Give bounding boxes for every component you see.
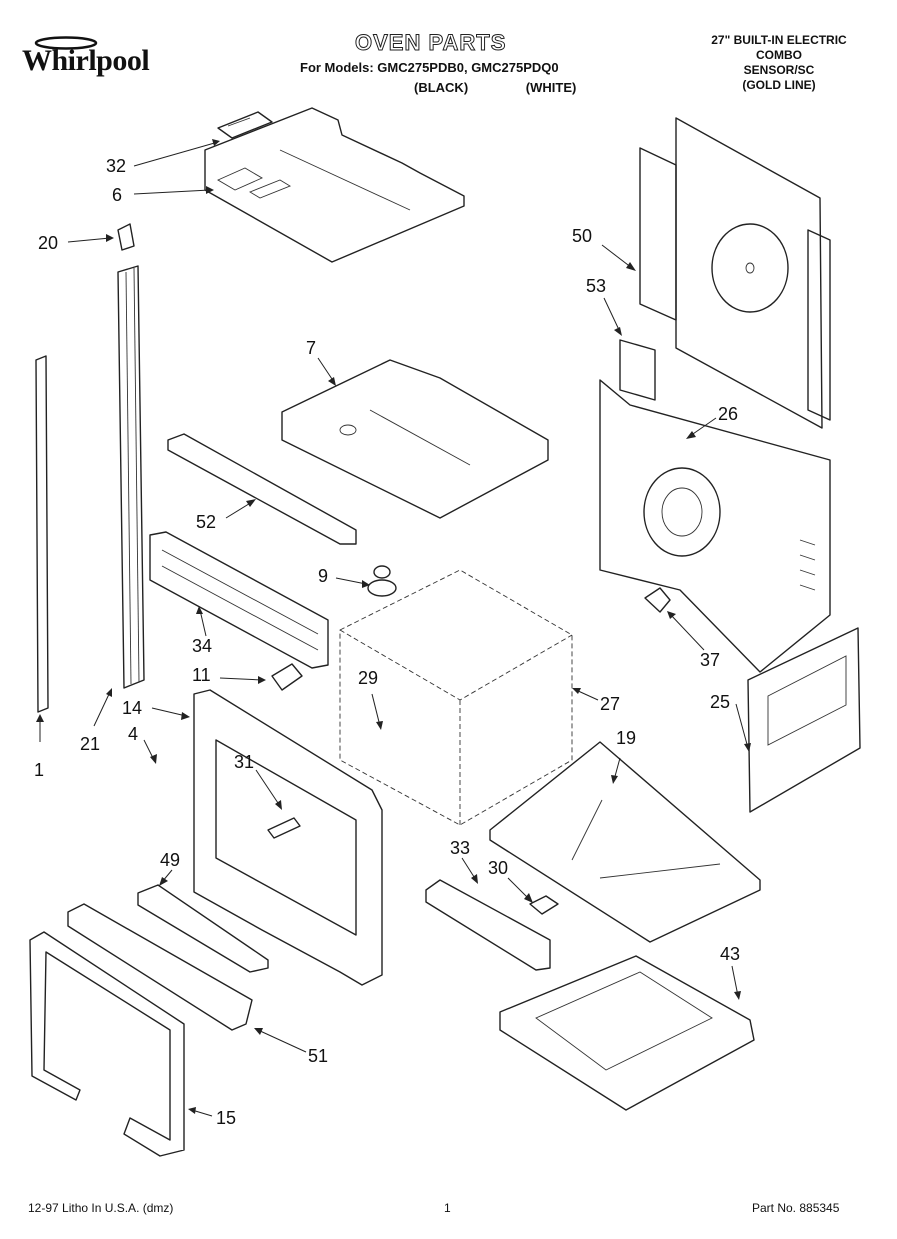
model-colors: (BLACK) (WHITE)	[414, 80, 576, 95]
product-spec: 27" BUILT-IN ELECTRIC COMBO SENSOR/SC (G…	[690, 33, 868, 93]
part-43-base-pan	[499, 955, 755, 1111]
part-34-vent-grille	[149, 531, 329, 669]
callout-19: 19	[616, 728, 637, 748]
part-20-clip	[117, 223, 135, 251]
part-26-oven-back	[599, 339, 831, 673]
part-11-switch	[271, 663, 303, 691]
part-7-oven-top	[281, 359, 549, 519]
part-37-fan-blade	[644, 587, 671, 613]
part-14-front-frame	[193, 689, 383, 986]
callout-32: 32	[106, 156, 127, 176]
part-19-bottom-panel	[489, 741, 761, 943]
spec-line: 27" BUILT-IN ELECTRIC	[711, 33, 847, 47]
callout-43: 43	[720, 944, 741, 964]
brand-logo: Whirlpool	[22, 44, 150, 77]
part-51-trim	[67, 903, 253, 1031]
part-1-trim-strip	[35, 355, 49, 713]
part-30-bracket	[529, 895, 559, 915]
part-21-side-trim	[117, 265, 145, 689]
part-32-terminal-block	[217, 111, 273, 139]
callout-51: 51	[308, 1046, 329, 1066]
spec-line: SENSOR/SC	[743, 63, 815, 77]
part-49-trim	[137, 884, 269, 973]
callout-31: 31	[234, 752, 255, 772]
callout-50: 50	[572, 226, 593, 246]
callout-9: 9	[318, 566, 329, 586]
callout-4: 4	[128, 724, 139, 744]
part-31-selector	[267, 817, 301, 839]
page-number: 1	[444, 1201, 451, 1215]
spec-line: COMBO	[756, 48, 802, 62]
part-27-oven-cavity	[339, 569, 573, 826]
part-50-rear-panel	[639, 117, 831, 429]
color-white-label: (WHITE)	[525, 80, 577, 95]
part-9-sensor	[367, 565, 397, 597]
callout-33: 33	[450, 838, 471, 858]
callout-52: 52	[196, 512, 217, 532]
models-line: For Models: GMC275PDB0, GMC275PDQ0	[300, 60, 559, 75]
callout-15: 15	[216, 1108, 237, 1128]
callout-49: 49	[160, 850, 181, 870]
callout-20: 20	[38, 233, 59, 253]
part-25-side-panel	[747, 627, 861, 813]
callout-25: 25	[710, 692, 731, 712]
callout-6: 6	[112, 185, 123, 205]
callout-53: 53	[586, 276, 607, 296]
color-black-label: (BLACK)	[414, 80, 469, 95]
callout-37: 37	[700, 650, 721, 670]
page-title: OVEN PARTS	[354, 30, 507, 56]
callout-26: 26	[718, 404, 739, 424]
callout-7: 7	[306, 338, 317, 358]
part-52-support-bracket	[167, 433, 357, 545]
part-number: Part No. 885345	[752, 1201, 840, 1215]
callout-1: 1	[34, 760, 45, 780]
callout-27: 27	[600, 694, 621, 714]
callout-30: 30	[488, 858, 509, 878]
callout-11: 11	[192, 665, 211, 685]
callout-21: 21	[80, 734, 101, 754]
spec-line: (GOLD LINE)	[742, 78, 816, 92]
brand-swoosh-icon	[34, 36, 98, 50]
callout-34: 34	[192, 636, 213, 656]
part-33-trim	[425, 879, 551, 971]
part-15-door-gasket	[29, 931, 185, 1157]
print-info: 12-97 Litho In U.S.A. (dmz)	[28, 1201, 174, 1215]
callout-29: 29	[358, 668, 379, 688]
part-6-top-panel	[204, 107, 465, 263]
callout-leaders	[36, 139, 751, 1117]
callout-14: 14	[122, 698, 143, 718]
